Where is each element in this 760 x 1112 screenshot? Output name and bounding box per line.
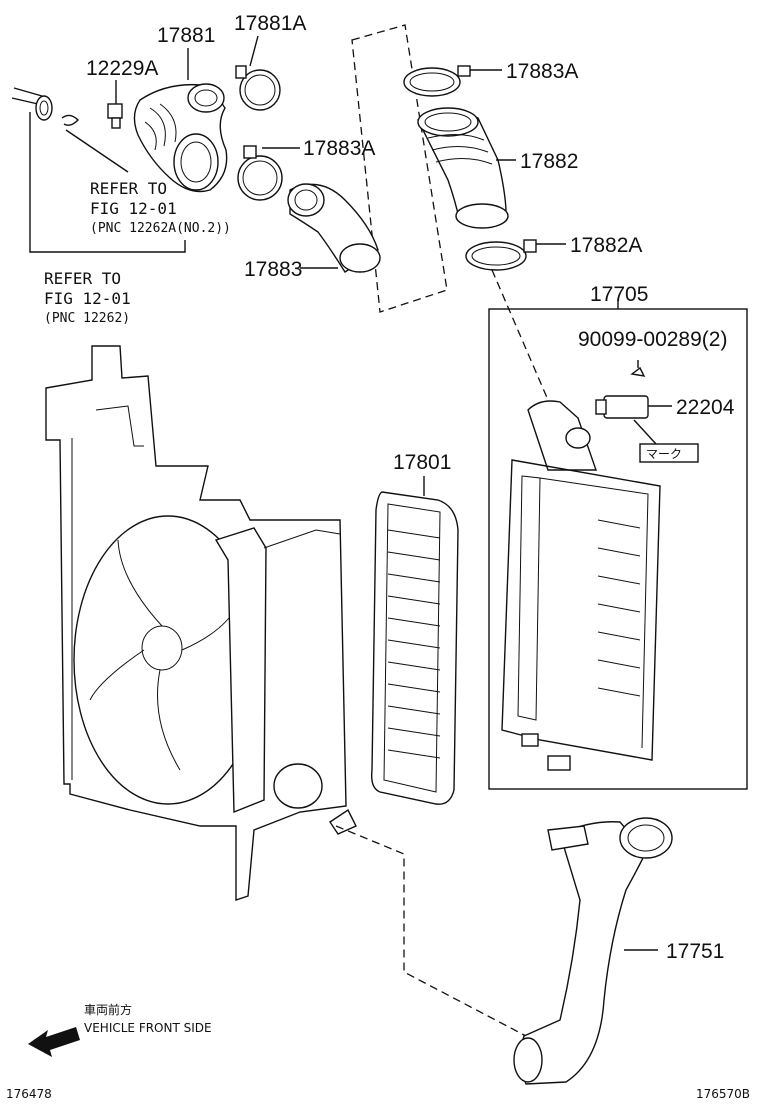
airflow-sensor-22204	[595, 395, 699, 463]
label-17882A: 17882A	[570, 234, 642, 257]
clamp-17883A-top	[403, 65, 502, 97]
clamp-17882A	[465, 239, 566, 271]
direction-jp: 車両前方	[84, 1002, 132, 1017]
label-17883: 17883	[244, 258, 302, 281]
label-17751: 17751	[666, 940, 724, 963]
code-left: 176478	[6, 1087, 52, 1101]
hose-17881	[133, 48, 228, 193]
clamp-17883A-mid	[237, 145, 300, 201]
leader-shroud-to-duct	[335, 825, 527, 1037]
mark-box	[639, 443, 699, 463]
air-cleaner-case	[501, 400, 661, 771]
hose-17883	[287, 183, 381, 273]
refer2-line2: FIG 12-01	[44, 289, 131, 308]
code-right: 176570B	[696, 1087, 750, 1101]
radiator-fan-shroud	[45, 345, 357, 901]
clip-12262A	[61, 114, 129, 173]
label-17881: 17881	[157, 24, 215, 47]
refer1-line1: REFER TO	[90, 179, 167, 198]
refer1-line3: (PNC 12262A(NO.2))	[90, 221, 231, 236]
label-22204: 22204	[676, 396, 735, 419]
clamp-17881A	[235, 35, 281, 111]
front-direction-arrow	[28, 1027, 80, 1057]
label-17881A: 17881A	[234, 12, 306, 35]
hose-17882	[417, 107, 516, 229]
screw-90099	[630, 360, 646, 377]
label-17883A-mid: 17883A	[303, 137, 375, 160]
refer1-line2: FIG 12-01	[90, 199, 177, 218]
label-90099: 90099-00289(2)	[578, 328, 727, 351]
inlet-duct-17751	[513, 817, 673, 1085]
refer2-line1: REFER TO	[44, 269, 121, 288]
pipe-12262	[11, 87, 186, 253]
label-17882: 17882	[520, 150, 578, 173]
label-12229A: 12229A	[86, 57, 158, 80]
mark-label: マーク	[646, 447, 682, 461]
label-17705: 17705	[590, 283, 648, 306]
refer2-line3: (PNC 12262)	[44, 311, 130, 326]
air-filter-17801	[370, 476, 459, 805]
direction-en: VEHICLE FRONT SIDE	[84, 1021, 212, 1035]
leader-resonator-to-cleaner	[491, 269, 549, 401]
bolt-12229A	[107, 80, 123, 129]
label-17801: 17801	[393, 451, 451, 474]
resonator-group-outline	[351, 24, 448, 313]
label-17883A-top: 17883A	[506, 60, 578, 83]
